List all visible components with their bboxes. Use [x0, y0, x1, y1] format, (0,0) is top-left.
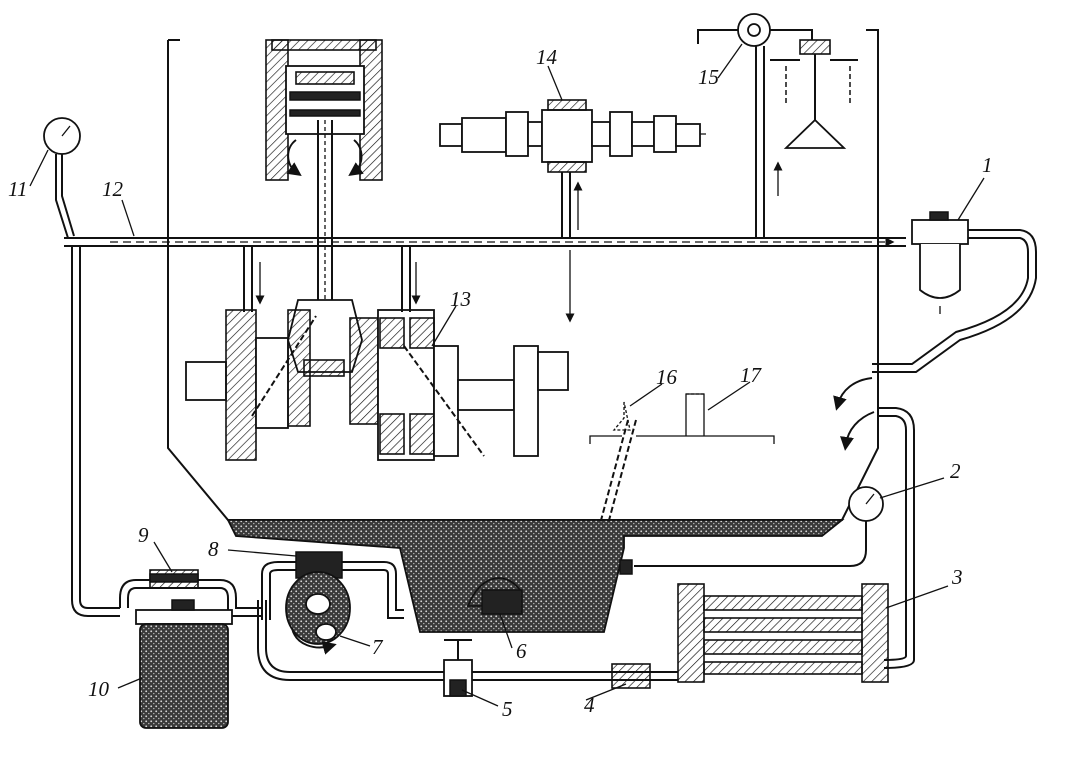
pressure-gauge-11: [43, 117, 81, 239]
label-11: 11: [8, 177, 27, 201]
oil-pump: [261, 551, 404, 655]
main-oil-gallery: [64, 237, 906, 247]
label-9: 9: [138, 523, 149, 547]
bearing-feed-lines: [243, 246, 421, 312]
label-4: 4: [584, 693, 595, 717]
coarse-oil-filter: [71, 246, 262, 729]
fine-oil-filter: [833, 211, 1037, 411]
label-1: 1: [982, 153, 993, 177]
oil-strainer: [466, 577, 523, 615]
label-6: 6: [516, 639, 527, 663]
oil-radiator: [677, 583, 889, 683]
label-3: 3: [951, 565, 963, 589]
rocker-valve: [697, 13, 858, 238]
label-5: 5: [502, 697, 513, 721]
label-15: 15: [698, 65, 719, 89]
label-10: 10: [88, 677, 110, 701]
label-14: 14: [536, 45, 558, 69]
label-12: 12: [102, 177, 124, 201]
cylinder-piston: [265, 39, 383, 300]
label-13: 13: [450, 287, 471, 311]
camshaft: [439, 99, 706, 323]
oil-sump: [226, 519, 845, 633]
radiator-return-line: [840, 407, 915, 669]
label-2: 2: [950, 459, 961, 483]
label-8: 8: [208, 537, 219, 561]
label-17: 17: [740, 363, 763, 387]
leader-lines: [29, 43, 985, 707]
lower-delivery-line: [257, 600, 678, 697]
crankshaft: [185, 309, 569, 461]
label-7: 7: [372, 635, 384, 659]
label-16: 16: [656, 365, 678, 389]
oil-filler-breather: [589, 393, 775, 525]
pressure-gauge-2: [619, 486, 884, 575]
callout-labels: 1 2 3 4 5 6 7 8 9 10 11 12 13 14 15 16 1…: [8, 45, 993, 721]
